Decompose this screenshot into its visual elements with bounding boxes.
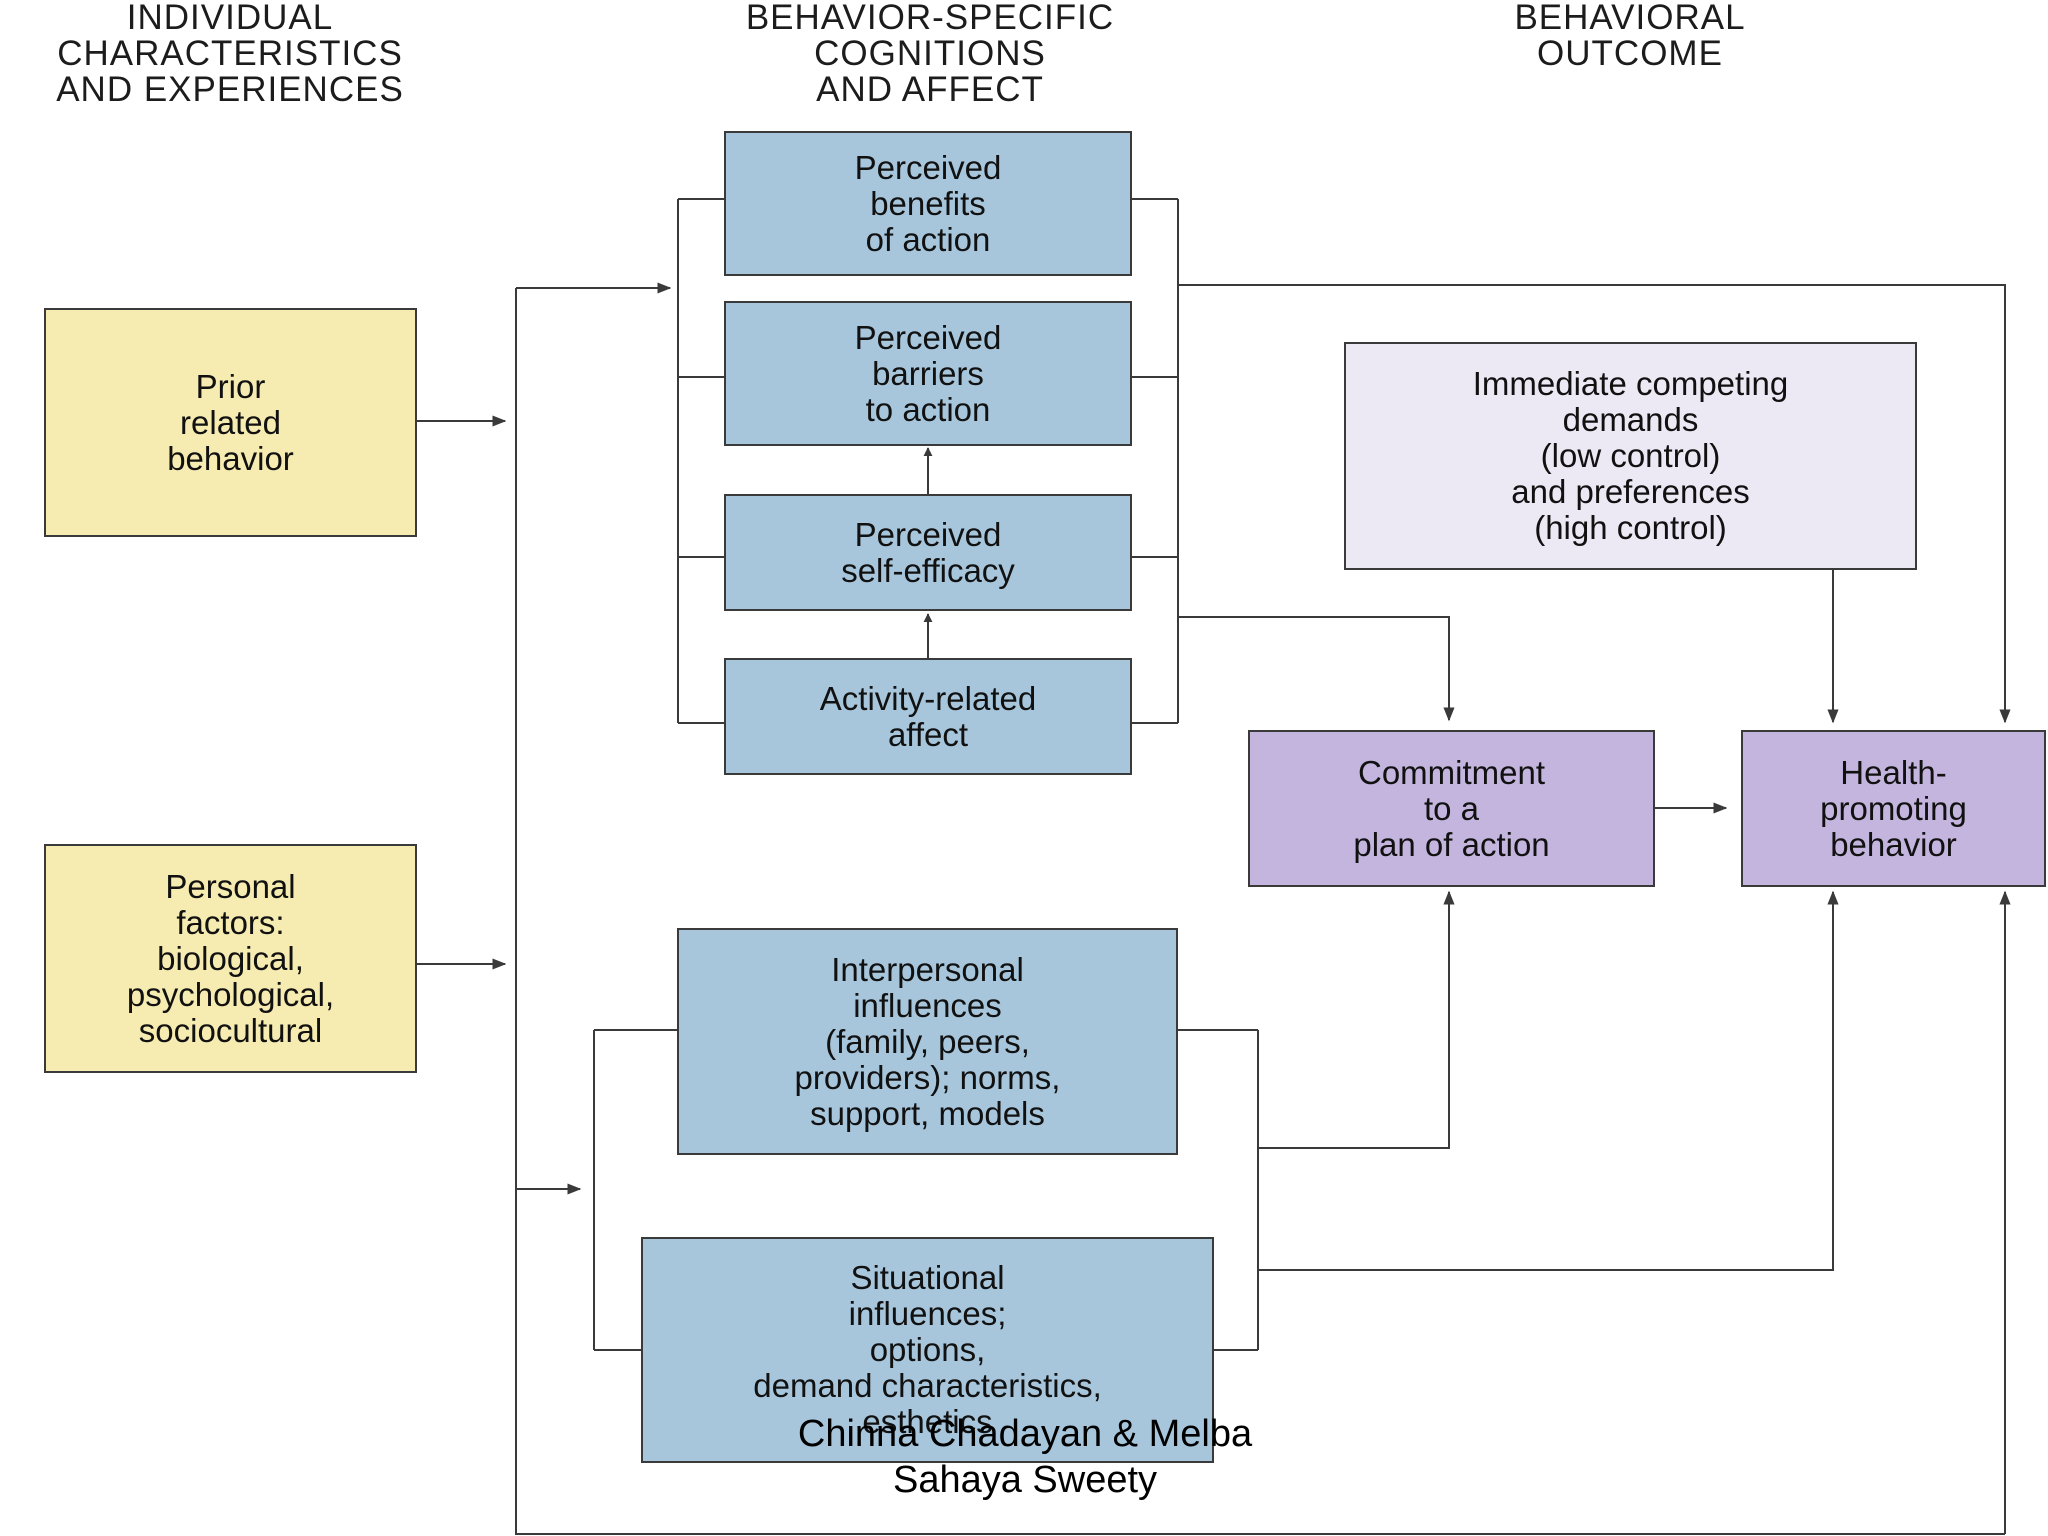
box-label-line: barriers xyxy=(872,354,984,392)
perceived-self-efficacy-box: Perceived self-efficacy xyxy=(724,494,1132,611)
box-label-line: Perceived xyxy=(854,515,1002,553)
author-credit: Chinna Chadayan & Melba Sahaya Sweety xyxy=(740,1411,1310,1503)
arrow-efficacy-to-commitment xyxy=(1178,616,1455,722)
box-label-line: demands xyxy=(1562,401,1699,438)
box-label-line: demand characteristics, xyxy=(753,1367,1102,1404)
credit-line: Sahaya Sweety xyxy=(892,1459,1158,1501)
header-line: COGNITIONS xyxy=(814,34,1046,73)
box-label-line: to a xyxy=(1423,789,1480,827)
header-individual-characteristics: INDIVIDUAL CHARACTERISTICS AND EXPERIENC… xyxy=(0,0,460,108)
box-label-line: options, xyxy=(869,1331,986,1368)
box-label-line: Perceived xyxy=(854,318,1002,356)
box-label-line: biological, xyxy=(157,939,304,977)
header-line: INDIVIDUAL xyxy=(126,0,334,37)
arrow-interpersonal-to-commitment xyxy=(1258,890,1455,1149)
box-label-line: behavior xyxy=(167,439,294,477)
box-label-line: related xyxy=(180,403,281,441)
box-label-line: providers); norms, xyxy=(794,1058,1061,1096)
box-label-line: Commitment xyxy=(1357,753,1546,791)
box-label-line: to action xyxy=(865,390,991,428)
box-label-line: affect xyxy=(887,715,969,753)
box-label-line: of action xyxy=(865,220,991,258)
trunk-line xyxy=(515,288,2005,1535)
box-label-line: influences xyxy=(853,986,1002,1024)
interpersonal-influences-box: Interpersonal influences (family, peers,… xyxy=(677,928,1178,1155)
box-label-line: promoting xyxy=(1820,789,1967,827)
box-label-line: psychological, xyxy=(126,975,335,1013)
box-label-line: Perceived xyxy=(854,148,1002,186)
box-label-line: Personal xyxy=(165,867,296,905)
box-label-line: (low control) xyxy=(1540,437,1721,474)
commitment-box: Commitment to a plan of action xyxy=(1248,730,1655,887)
box-label-line: (family, peers, xyxy=(825,1022,1030,1060)
box-label-line: behavior xyxy=(1830,825,1957,863)
box-label-line: and preferences xyxy=(1511,473,1750,510)
header-line: OUTCOME xyxy=(1537,34,1723,73)
box-label-line: Activity-related xyxy=(819,679,1037,717)
health-promoting-behavior-box: Health- promoting behavior xyxy=(1741,730,2046,887)
box-label-line: Health- xyxy=(1840,753,1947,791)
header-behavioral-outcome: BEHAVIORAL OUTCOME xyxy=(1420,0,1840,72)
header-behavior-specific: BEHAVIOR-SPECIFIC COGNITIONS AND AFFECT xyxy=(660,0,1200,108)
perceived-barriers-box: Perceived barriers to action xyxy=(724,301,1132,446)
header-line: CHARACTERISTICS xyxy=(57,34,403,73)
box-label-line: sociocultural xyxy=(138,1011,323,1049)
box-label-line: Situational xyxy=(850,1259,1005,1296)
box-label-line: benefits xyxy=(870,184,986,222)
box-label-line: self-efficacy xyxy=(841,551,1015,589)
box-label-line: Prior xyxy=(195,367,266,405)
box-label-line: support, models xyxy=(810,1094,1045,1132)
box-label-line: plan of action xyxy=(1353,825,1550,863)
personal-factors-box: Personal factors: biological, psychologi… xyxy=(44,844,417,1073)
header-line: AND AFFECT xyxy=(816,70,1044,109)
competing-demands-box: Immediate competing demands (low control… xyxy=(1344,342,1917,570)
arrow-benefits-to-health xyxy=(1178,284,2011,724)
box-label-line: factors: xyxy=(176,903,285,941)
situational-influences-box: Situational influences; options, demand … xyxy=(641,1237,1214,1463)
box-label-line: influences; xyxy=(848,1295,1007,1332)
box-label-line: Interpersonal xyxy=(831,950,1024,988)
box-label-line: (high control) xyxy=(1534,509,1727,546)
credit-line: Chinna Chadayan & Melba xyxy=(797,1413,1253,1455)
arrow-situational-to-health xyxy=(1258,890,1839,1271)
prior-related-behavior-box: Prior related behavior xyxy=(44,308,417,537)
box-label-line: Immediate competing xyxy=(1472,365,1789,402)
activity-related-affect-box: Activity-related affect xyxy=(724,658,1132,775)
header-line: BEHAVIORAL xyxy=(1514,0,1746,37)
header-line: AND EXPERIENCES xyxy=(56,70,404,109)
perceived-benefits-box: Perceived benefits of action xyxy=(724,131,1132,276)
box-label-line: esthetics xyxy=(862,1403,993,1440)
header-line: BEHAVIOR-SPECIFIC xyxy=(745,0,1115,37)
